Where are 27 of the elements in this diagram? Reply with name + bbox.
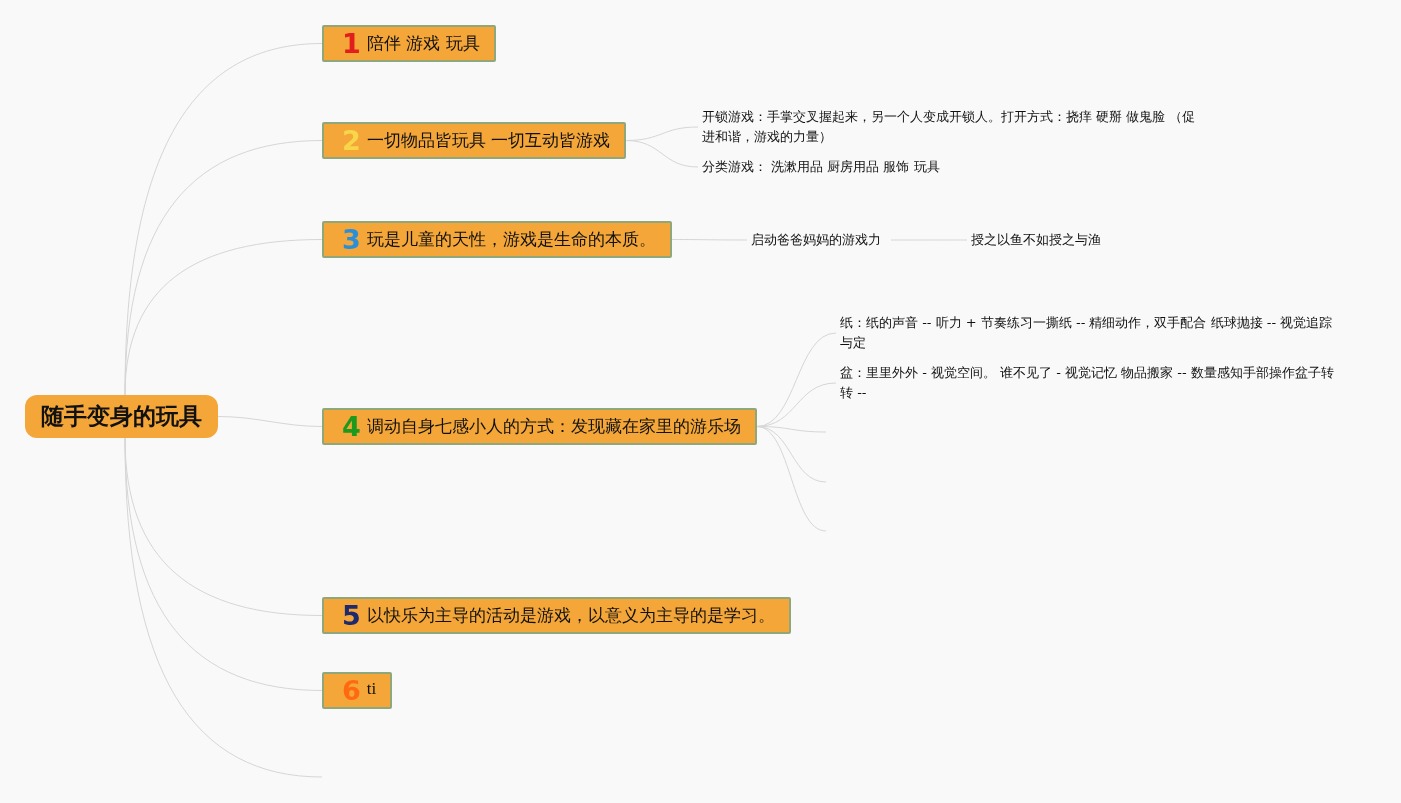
topic-text: 玩是儿童的天性，游戏是生命的本质。 <box>366 228 656 251</box>
branch-line <box>756 426 827 532</box>
topic-text: 调动自身七感小人的方式：发现藏在家里的游乐场 <box>366 415 741 438</box>
topic-text: ti <box>366 679 377 699</box>
branch-text: 纸：纸的声音 -- 听力 + 节奏练习一撕纸 -- 精细动作，双手配合 纸球抛接 -- 视觉追踪与定 <box>840 313 1345 353</box>
topic-text: 一切物品皆玩具 一切互动皆游戏 <box>366 129 611 152</box>
branch-text: 盆：里里外外 - 视觉空间。 谁不见了 - 视觉记忆 物品搬家 -- 数量感知手部操作盆子转转 -- <box>840 363 1345 403</box>
priority-number: 5 <box>342 600 361 631</box>
topic-box <box>322 672 393 709</box>
branch-line <box>671 239 748 241</box>
topic-box <box>322 408 757 445</box>
topic-box <box>322 597 791 634</box>
topic-box <box>322 221 672 258</box>
priority-number: 3 <box>342 224 361 255</box>
branch-text: 开锁游戏：手掌交叉握起来，另一个人变成开锁人。打开方式：挠痒 硬掰 做鬼脸 （促进和谐，游戏的力量） <box>702 107 1207 147</box>
topic-box <box>322 122 627 159</box>
priority-number: 1 <box>342 28 361 59</box>
topic-box <box>322 25 496 62</box>
topic-text: 以快乐为主导的活动是游戏，以意义为主导的是学习。 <box>366 604 775 627</box>
topic-text: 陪伴 游戏 玩具 <box>366 32 480 55</box>
priority-number: 4 <box>342 411 361 442</box>
branch-text: 启动爸爸妈妈的游戏力 <box>751 230 881 250</box>
branch-text: 授之以鱼不如授之与渔 <box>971 230 1101 250</box>
central-topic: 随手变身的玩具 <box>25 395 218 438</box>
branch-line <box>217 416 323 427</box>
branch-text: 分类游戏： 洗漱用品 厨房用品 服饰 玩具 <box>702 157 940 177</box>
priority-number: 6 <box>342 675 361 706</box>
